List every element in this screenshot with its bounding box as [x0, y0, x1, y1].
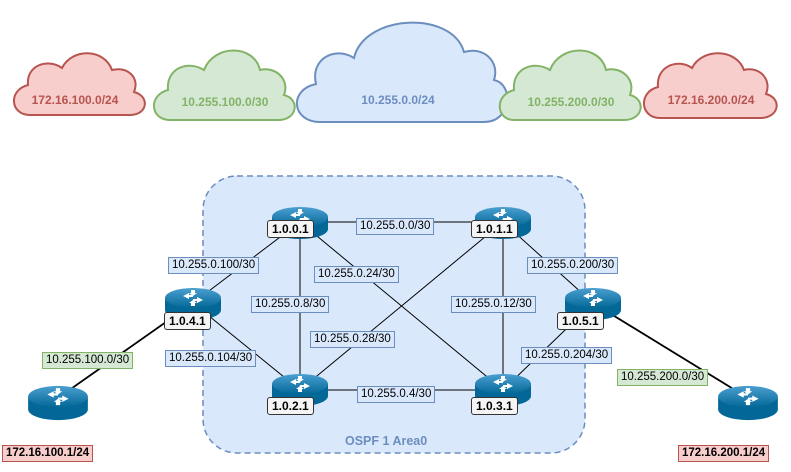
link-label: 10.255.0.24/30 [314, 266, 399, 283]
cloud-172-16-100: 172.16.100.0/24 [13, 52, 146, 116]
cloud-10-255-100: 10.255.100.0/30 [153, 49, 296, 121]
host-router-icon [28, 385, 88, 421]
router-label: 1.0.0.1 [267, 220, 314, 238]
router-label: 1.0.4.1 [164, 312, 211, 330]
link-label: 10.255.0.28/30 [310, 331, 395, 348]
link-label: 10.255.0.100/30 [168, 257, 260, 274]
cloud-label: 10.255.100.0/30 [182, 95, 269, 109]
cloud-label: 10.255.0.0/24 [361, 93, 435, 107]
cloud-10-255-0: 10.255.0.0/24 [296, 21, 509, 123]
link-label: 10.255.0.0/30 [356, 218, 435, 235]
link-label: 10.255.0.104/30 [165, 350, 257, 367]
router-label: 1.0.1.1 [471, 220, 518, 238]
link-label: 10.255.0.8/30 [251, 296, 330, 313]
cloud-label: 172.16.200.0/24 [668, 93, 755, 107]
access-link-label: 10.255.200.0/30 [617, 369, 709, 386]
link-label: 10.255.0.200/30 [527, 257, 619, 274]
cloud-label: 172.16.100.0/24 [32, 93, 119, 107]
link-label: 10.255.0.204/30 [521, 347, 613, 364]
cloud-label: 10.255.200.0/30 [528, 95, 615, 109]
host-label: 172.16.100.1/24 [2, 445, 94, 462]
router-label: 1.0.5.1 [557, 312, 604, 330]
host-label: 172.16.200.1/24 [678, 445, 770, 462]
router-label: 1.0.3.1 [471, 397, 518, 415]
cloud-10-255-200: 10.255.200.0/30 [498, 49, 642, 121]
area-label: OSPF 1 Area0 [345, 434, 428, 448]
router-label: 1.0.2.1 [267, 397, 314, 415]
link-label: 10.255.0.12/30 [451, 296, 536, 313]
cloud-172-16-200: 172.16.200.0/24 [643, 52, 778, 119]
link-label: 10.255.0.4/30 [357, 386, 436, 403]
access-link-label: 10.255.100.0/30 [42, 352, 134, 369]
host-router-icon [718, 385, 778, 421]
